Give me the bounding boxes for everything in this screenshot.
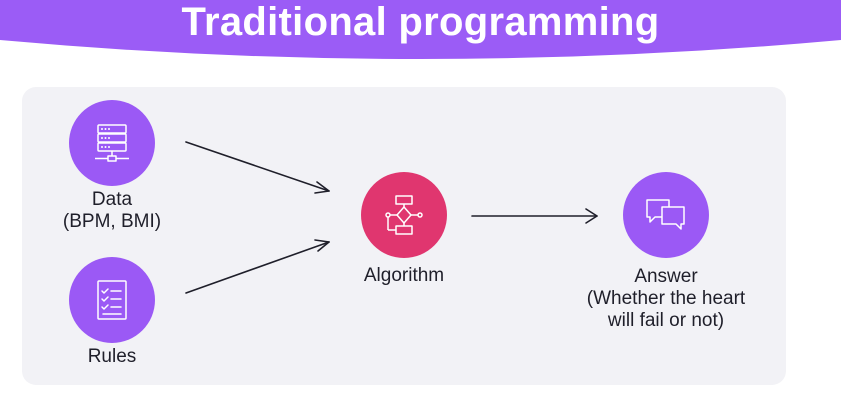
arrow-algorithm-to-answer	[471, 208, 598, 224]
arrow-data-to-algorithm	[185, 141, 330, 194]
data-label: Data (BPM, BMI)	[32, 189, 192, 233]
algorithm-label: Algorithm	[363, 265, 445, 286]
server-icon	[95, 124, 129, 162]
algorithm-node	[361, 172, 447, 258]
arrow-rules-to-algorithm	[185, 239, 330, 294]
answer-label-line2: (Whether the heart	[586, 288, 746, 309]
data-node	[69, 100, 155, 186]
rules-label: Rules	[87, 346, 137, 367]
answer-node	[623, 172, 709, 258]
page-title: Traditional programming	[181, 0, 660, 44]
answer-label-line1: Answer	[634, 266, 698, 287]
chat-bubbles-icon	[646, 199, 685, 230]
checklist-icon	[97, 280, 127, 320]
flowchart-icon	[385, 195, 423, 235]
title-banner: Traditional programming	[0, 0, 841, 64]
data-label-line2: (BPM, BMI)	[62, 211, 162, 232]
rules-node	[69, 257, 155, 343]
data-label-line1: Data	[91, 189, 133, 210]
banner-shape	[0, 0, 841, 59]
answer-label: Answer (Whether the heart will fail or n…	[566, 266, 766, 332]
answer-label-line3: will fail or not)	[607, 310, 725, 331]
